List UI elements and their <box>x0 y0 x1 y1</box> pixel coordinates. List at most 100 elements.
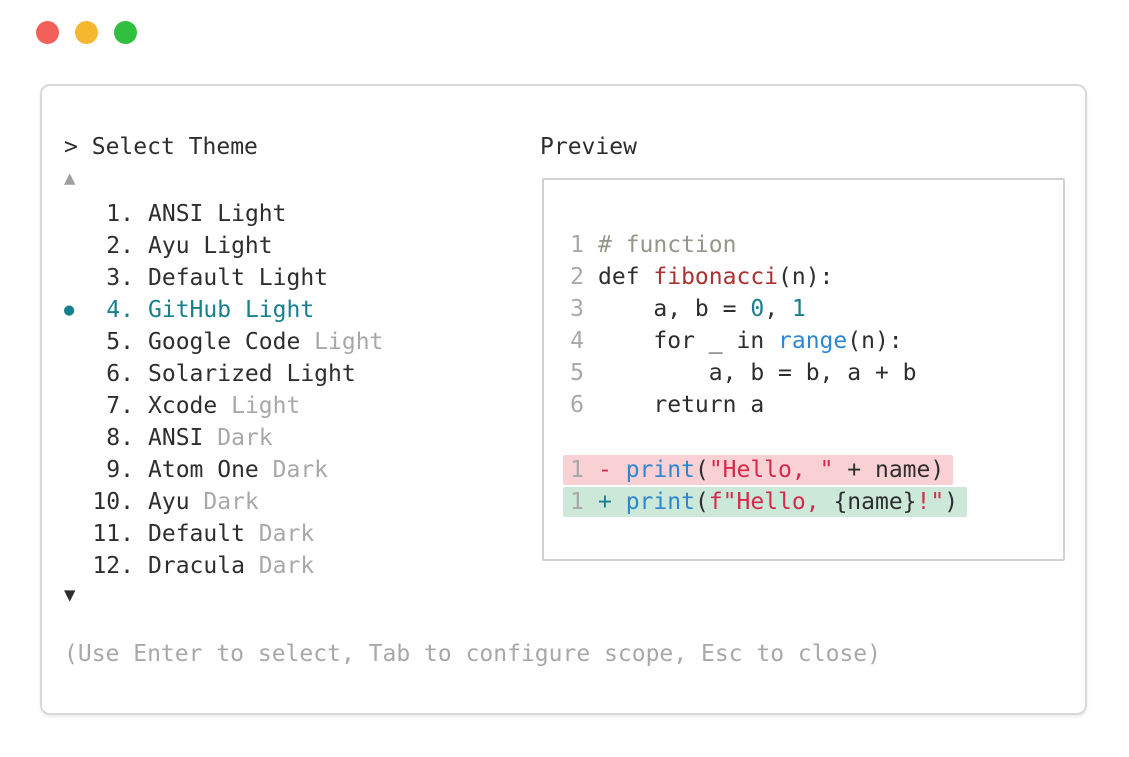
code-line: 1 # function <box>570 229 1063 261</box>
theme-item-name: GitHub <box>148 297 245 323</box>
minimize-button[interactable] <box>75 21 98 44</box>
theme-item-number: 7. <box>106 393 134 419</box>
theme-item-name: Dracula <box>148 553 259 579</box>
theme-list-item[interactable]: 10. Ayu Dark <box>64 486 504 518</box>
selected-bullet-icon <box>64 230 92 262</box>
selected-bullet-icon <box>64 422 92 454</box>
code-token: for _ in <box>598 328 779 354</box>
code-token: + name) <box>833 456 945 483</box>
selected-bullet-icon <box>64 262 92 294</box>
line-number: 6 <box>570 392 584 418</box>
theme-list-item[interactable]: 8.ANSI Dark <box>64 422 504 454</box>
code-token: a, b = <box>598 296 751 322</box>
selected-bullet-icon <box>64 198 92 230</box>
code-line: 3 a, b = 0, 1 <box>570 293 1063 325</box>
dialog-prompt: > Select Theme <box>64 134 258 160</box>
theme-item-name: Ayu <box>148 489 204 515</box>
scroll-up-icon[interactable]: ▲ <box>64 167 76 189</box>
code-token: 1 <box>791 296 806 322</box>
theme-list-item[interactable]: 2. Ayu Light <box>64 230 504 262</box>
theme-list-item[interactable]: 5. Google Code Light <box>64 326 504 358</box>
preview-label: Preview <box>540 134 637 160</box>
theme-item-variant: Light <box>244 297 315 323</box>
code-token: return a <box>598 392 765 418</box>
keyboard-hint: (Use Enter to select, Tab to configure s… <box>64 641 881 667</box>
code-token: "Hello, " <box>708 456 834 483</box>
code-token: print <box>625 488 695 515</box>
dialog-title: Select Theme <box>91 134 258 160</box>
theme-item-name: Google Code <box>148 329 315 355</box>
code-token: # function <box>598 232 737 258</box>
code-token: ( <box>694 488 709 515</box>
diff-highlight-added: 1+ print(f"Hello, {name}!") <box>563 486 968 517</box>
code-token: fibonacci <box>653 264 779 290</box>
spacer <box>134 518 148 550</box>
spacer <box>134 326 148 358</box>
code-token: a, b = b, a + b <box>598 360 917 386</box>
scroll-down-icon[interactable]: ▼ <box>64 584 76 606</box>
theme-list-item[interactable]: 7.Xcode Light <box>64 390 504 422</box>
theme-item-variant: Light <box>286 361 356 387</box>
code-token: + <box>598 488 626 515</box>
code-token: 0 <box>750 296 765 322</box>
code-token: !" <box>916 488 945 515</box>
theme-item-variant: Dark <box>258 553 315 579</box>
code-line: 5 a, b = b, a + b <box>570 357 1063 389</box>
theme-item-name: ANSI <box>148 201 218 227</box>
selected-bullet-icon <box>64 486 92 518</box>
theme-item-variant: Light <box>203 233 273 259</box>
theme-item-number: 2. <box>106 233 134 259</box>
line-number: 1 <box>570 488 584 515</box>
spacer <box>134 454 148 486</box>
spacer <box>134 550 148 582</box>
spacer <box>134 358 148 390</box>
line-number: 4 <box>570 328 584 354</box>
theme-item-name: ANSI <box>148 425 218 451</box>
theme-list-item[interactable]: 11.Default Dark <box>64 518 504 550</box>
theme-list-item[interactable]: 3. Default Light <box>64 262 504 294</box>
line-number: 1 <box>570 232 584 258</box>
blank-line <box>570 421 1063 453</box>
zoom-button[interactable] <box>114 21 137 44</box>
theme-list-item[interactable]: 1.ANSI Light <box>64 198 504 230</box>
code-token: (n): <box>847 328 903 354</box>
theme-list-item[interactable]: 12.Dracula Dark <box>64 550 504 582</box>
theme-item-name: Default <box>148 265 259 291</box>
theme-item-variant: Dark <box>258 521 315 547</box>
code-token: (n): <box>778 264 834 290</box>
theme-list-item[interactable]: 6.Solarized Light <box>64 358 504 390</box>
spacer <box>134 230 148 262</box>
theme-list-item[interactable]: 9.Atom One Dark <box>64 454 504 486</box>
theme-item-number: 4. <box>106 297 134 323</box>
diff-line-added: 1+ print(f"Hello, {name}!") <box>563 485 1063 517</box>
window-traffic-lights <box>36 21 137 44</box>
theme-item-variant: Light <box>258 265 329 291</box>
theme-item-variant: Dark <box>217 425 273 451</box>
code-token: range <box>778 328 848 354</box>
theme-item-variant: Light <box>231 393 301 419</box>
code-token: print <box>625 456 695 483</box>
theme-item-number: 5. <box>106 329 134 355</box>
theme-item-variant: Light <box>314 329 384 355</box>
theme-list-item[interactable]: ●4.GitHub Light <box>64 294 504 326</box>
theme-item-variant: Dark <box>203 489 259 515</box>
line-number: 2 <box>570 264 584 290</box>
selected-bullet-icon <box>64 454 92 486</box>
selected-bullet-icon <box>64 358 92 390</box>
theme-item-name: Ayu <box>148 233 204 259</box>
theme-item-number: 3. <box>106 265 134 291</box>
spacer <box>134 262 148 294</box>
theme-item-number: 10. <box>92 489 134 515</box>
theme-item-name: Solarized <box>148 361 287 387</box>
selected-bullet-icon <box>64 550 92 582</box>
theme-item-variant: Light <box>217 201 287 227</box>
line-number: 3 <box>570 296 584 322</box>
prompt-chevron-icon: > <box>64 134 78 160</box>
selected-bullet-icon <box>64 390 92 422</box>
spacer <box>134 198 148 230</box>
diff-line-removed: 1- print("Hello, " + name) <box>563 453 1063 485</box>
close-button[interactable] <box>36 21 59 44</box>
line-number: 5 <box>570 360 584 386</box>
